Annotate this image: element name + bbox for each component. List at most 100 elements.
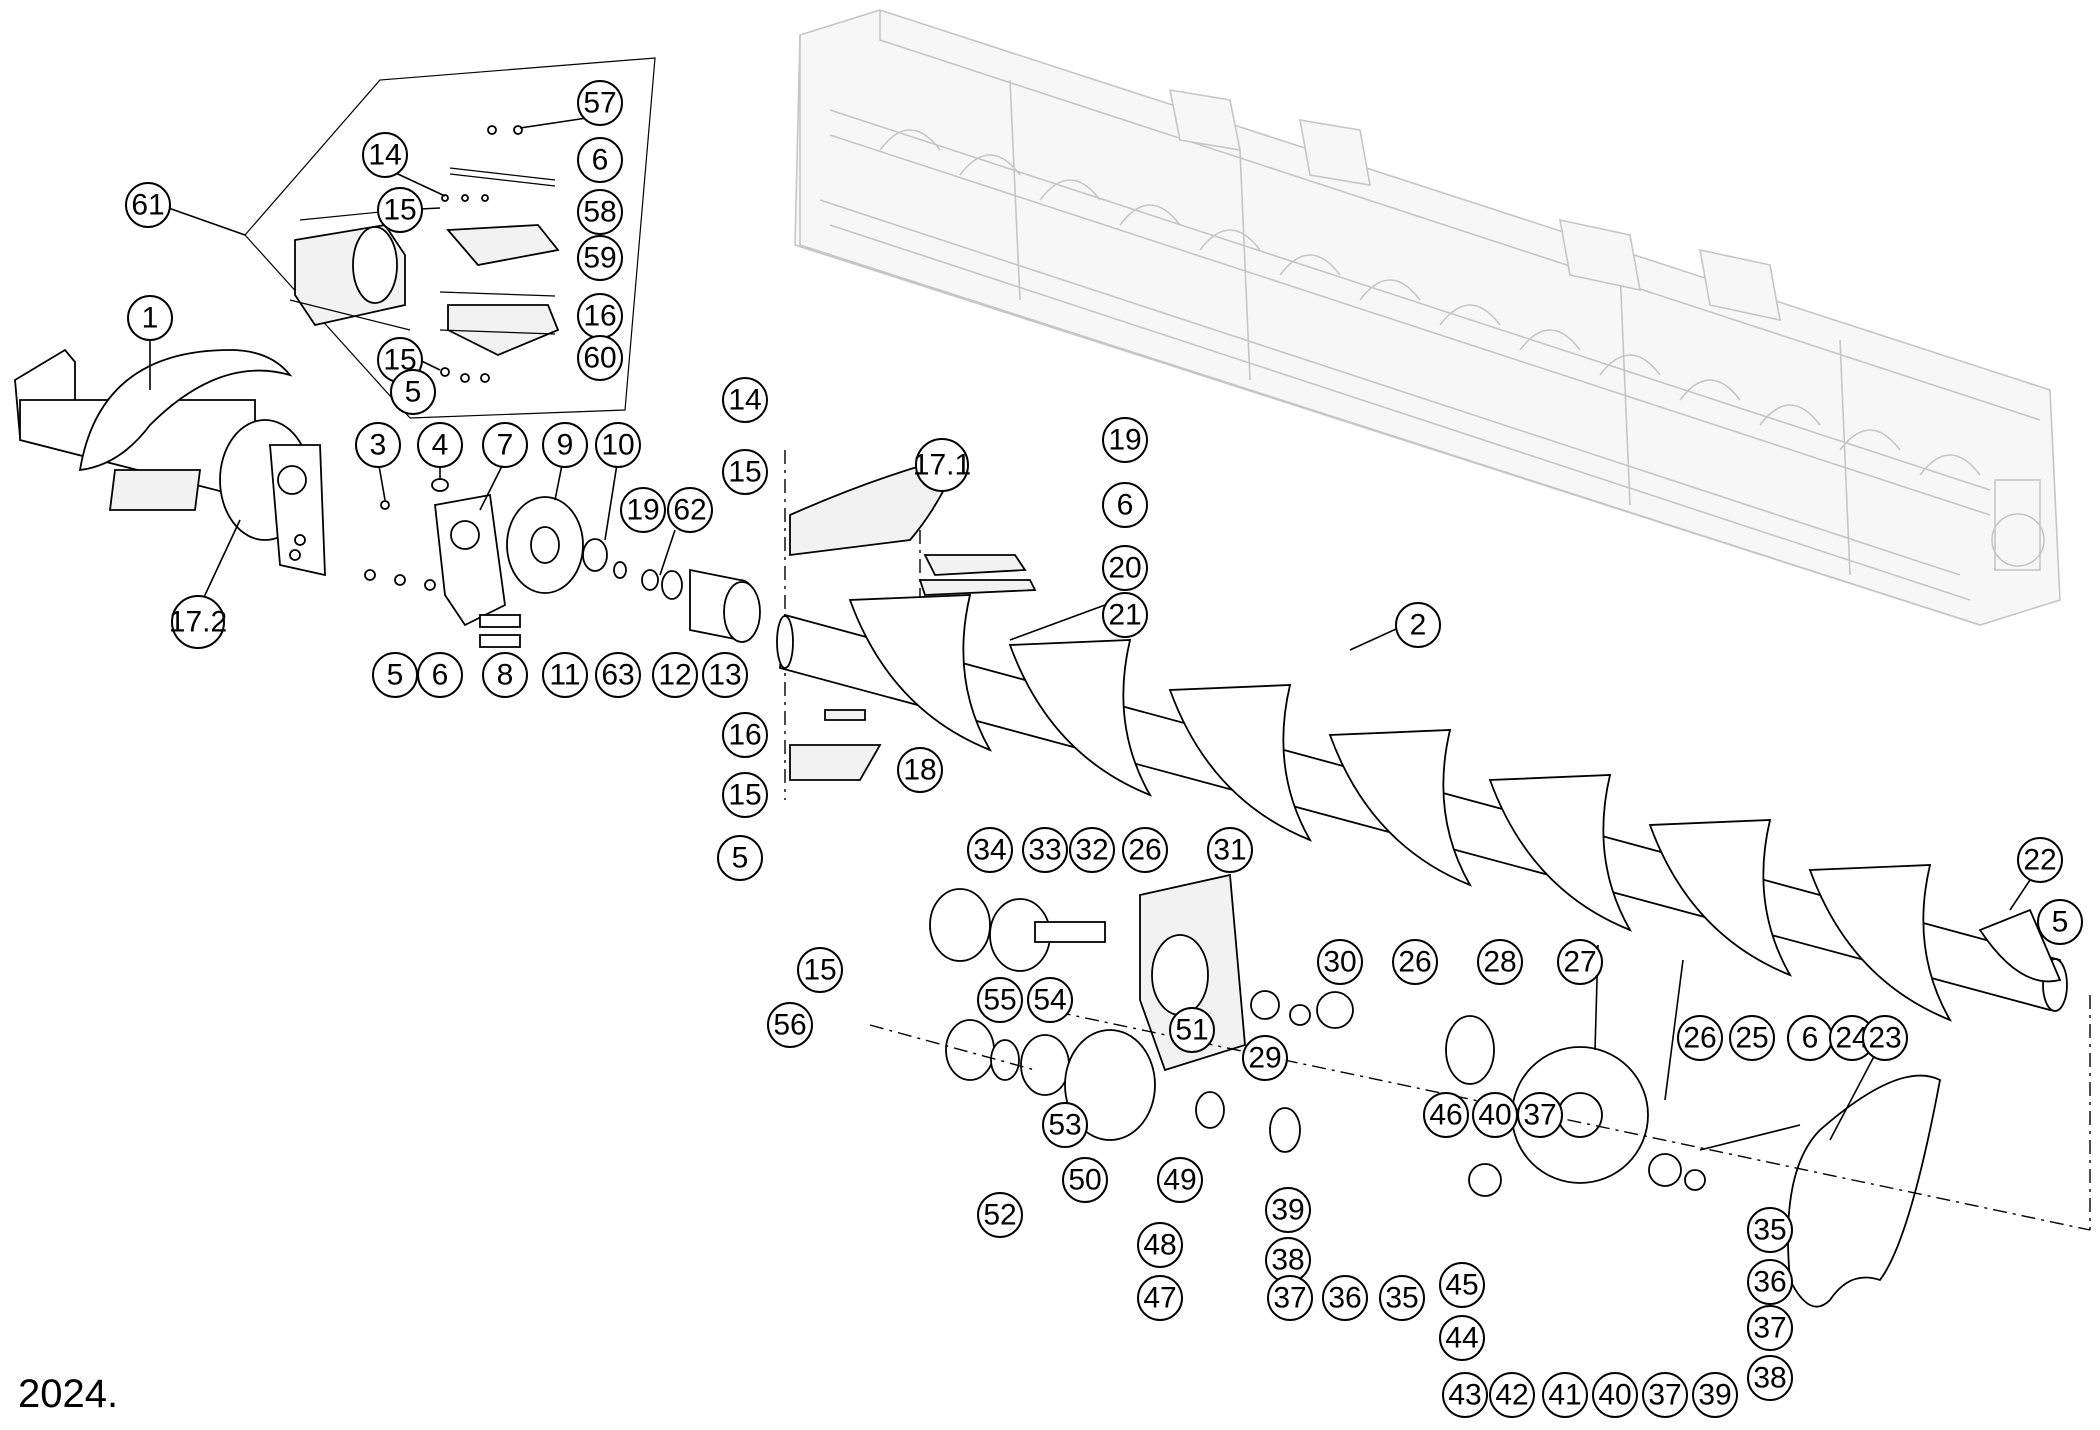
callout-number: 7 xyxy=(497,429,514,462)
callout-number: 6 xyxy=(1117,489,1134,522)
callout-18: 18 xyxy=(897,747,943,793)
callout-12: 12 xyxy=(652,652,698,698)
inset-parts xyxy=(289,125,560,383)
callout-circle xyxy=(362,132,408,178)
callout-circle xyxy=(1207,827,1253,873)
callout-62: 62 xyxy=(667,487,713,533)
callout-number: 32 xyxy=(1075,834,1108,867)
callout-number: 13 xyxy=(708,659,741,692)
callout-number: 5 xyxy=(2052,906,2069,939)
callout-7: 7 xyxy=(482,422,528,468)
callout-55: 55 xyxy=(977,977,1023,1023)
callout-number: 56 xyxy=(773,1009,806,1042)
callout-circle xyxy=(1137,1222,1183,1268)
callout-circle xyxy=(1489,1372,1535,1418)
callout-43: 43 xyxy=(1442,1372,1488,1418)
callout-circle xyxy=(1423,1092,1469,1138)
callout-circle xyxy=(1267,1275,1313,1321)
callout-circle xyxy=(1137,1275,1183,1321)
callout-circle xyxy=(1392,939,1438,985)
callout-number: 12 xyxy=(658,659,691,692)
callout-circle xyxy=(1242,1035,1288,1081)
callout-44: 44 xyxy=(1439,1315,1485,1361)
callout-52: 52 xyxy=(977,1192,1023,1238)
callout-61: 61 xyxy=(125,182,171,228)
callout-14: 14 xyxy=(362,132,408,178)
callout-4: 4 xyxy=(417,422,463,468)
callout-number: 16 xyxy=(583,300,616,333)
callout-28: 28 xyxy=(1477,939,1523,985)
callout-16: 16 xyxy=(722,712,768,758)
callout-circle xyxy=(1102,482,1148,528)
callout-circle xyxy=(1862,1015,1908,1061)
callout-circle xyxy=(577,80,623,126)
callout-circle xyxy=(1517,1092,1563,1138)
callout-35: 35 xyxy=(1379,1275,1425,1321)
header-frame-background xyxy=(794,9,2061,626)
callout-circle xyxy=(1317,939,1363,985)
callout-5: 5 xyxy=(372,652,418,698)
callout-number: 6 xyxy=(592,144,609,177)
callout-number: 15 xyxy=(383,194,416,227)
callout-26: 26 xyxy=(1677,1015,1723,1061)
figure-caption: 2024. xyxy=(18,1372,119,1416)
callout-38: 38 xyxy=(1747,1355,1793,1401)
callout-37: 37 xyxy=(1267,1275,1313,1321)
callout-number: 1 xyxy=(142,302,159,335)
callout-circle xyxy=(1439,1262,1485,1308)
callout-34: 34 xyxy=(967,827,1013,873)
callout-59: 59 xyxy=(577,235,623,281)
callout-37: 37 xyxy=(1517,1092,1563,1138)
callout-number: 14 xyxy=(728,384,761,417)
callout-number: 29 xyxy=(1248,1042,1281,1075)
bearing-assembly-parts xyxy=(364,478,761,648)
callout-number: 49 xyxy=(1163,1164,1196,1197)
callout-60: 60 xyxy=(577,335,623,381)
callout-number: 44 xyxy=(1445,1322,1478,1355)
callout-number: 25 xyxy=(1735,1022,1768,1055)
callout-number: 58 xyxy=(583,196,616,229)
callout-number: 31 xyxy=(1213,834,1246,867)
callout-number: 37 xyxy=(1648,1379,1681,1412)
callout-number: 23 xyxy=(1868,1022,1901,1055)
callout-number: 14 xyxy=(368,139,401,172)
callout-number: 54 xyxy=(1033,984,1066,1017)
callout-circle xyxy=(915,438,969,492)
callout-circle xyxy=(722,772,768,818)
callout-51: 51 xyxy=(1169,1007,1215,1053)
callout-13: 13 xyxy=(702,652,748,698)
callout-number: 35 xyxy=(1753,1214,1786,1247)
callout-57: 57 xyxy=(577,80,623,126)
callout-50: 50 xyxy=(1062,1157,1108,1203)
callout-26: 26 xyxy=(1392,939,1438,985)
callout-number: 46 xyxy=(1429,1099,1462,1132)
callout-5: 5 xyxy=(717,835,763,881)
callout-circle xyxy=(2017,837,2063,883)
callout-6: 6 xyxy=(1102,482,1148,528)
callout-15: 15 xyxy=(722,449,768,495)
callout-number: 8 xyxy=(497,659,514,692)
callout-circle xyxy=(1747,1355,1793,1401)
callout-circle xyxy=(1102,545,1148,591)
callout-number: 38 xyxy=(1753,1362,1786,1395)
callout-number: 19 xyxy=(626,494,659,527)
callout-circle xyxy=(722,377,768,423)
callout-circle xyxy=(1395,602,1441,648)
callout-22: 22 xyxy=(2017,837,2063,883)
callout-number: 3 xyxy=(370,429,387,462)
callout-number: 48 xyxy=(1143,1229,1176,1262)
callout-17-2: 17.2 xyxy=(169,595,227,649)
callout-circle xyxy=(1122,827,1168,873)
callout-19: 19 xyxy=(1102,417,1148,463)
callout-5: 5 xyxy=(2037,899,2083,945)
callout-number: 2 xyxy=(1410,609,1427,642)
callout-circle xyxy=(1169,1007,1215,1053)
callout-circle xyxy=(1069,827,1115,873)
callout-number: 11 xyxy=(549,659,580,692)
callout-number: 37 xyxy=(1273,1282,1306,1315)
callout-9: 9 xyxy=(542,422,588,468)
callout-39: 39 xyxy=(1265,1187,1311,1233)
callout-number: 30 xyxy=(1323,946,1356,979)
callout-number: 50 xyxy=(1068,1164,1101,1197)
callout-11: 11 xyxy=(542,652,588,698)
